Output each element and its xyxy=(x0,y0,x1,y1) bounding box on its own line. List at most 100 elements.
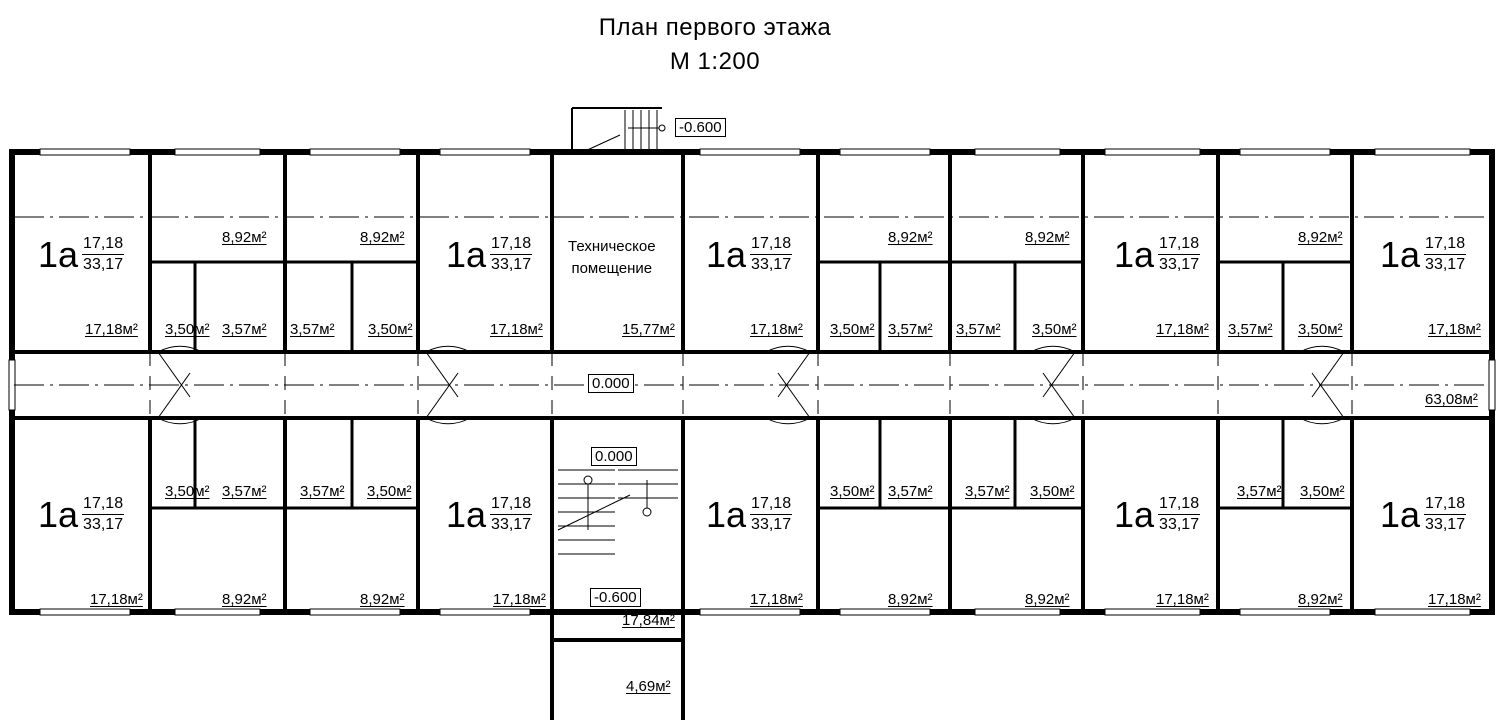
room-area: 17,18м² xyxy=(90,591,143,608)
window xyxy=(174,608,261,616)
room-area: 17,84м² xyxy=(622,612,675,629)
room-area: 3,50м² xyxy=(830,321,875,338)
room-area: 17,18м² xyxy=(1428,591,1481,608)
room-area: 17,18м² xyxy=(750,321,803,338)
total-area: 33,17 xyxy=(751,256,792,273)
door xyxy=(1030,345,1076,398)
door xyxy=(1299,372,1345,425)
technical-room-label: Техническое помещение xyxy=(568,236,656,280)
window xyxy=(1104,148,1201,156)
living-area: 17,18 xyxy=(750,496,793,515)
room-area: 3,50м² xyxy=(165,321,210,338)
total-area: 33,17 xyxy=(83,256,124,273)
room-area: 8,92м² xyxy=(360,229,405,246)
room-area: 17,18м² xyxy=(1156,591,1209,608)
living-area: 17,18 xyxy=(490,236,533,255)
window xyxy=(1104,608,1201,616)
room-area: 3,50м² xyxy=(1032,321,1077,338)
living-area: 17,18 xyxy=(490,496,533,515)
room-area: 8,92м² xyxy=(360,591,405,608)
window xyxy=(1374,608,1471,616)
stair-arrow xyxy=(642,507,652,517)
level-mark-stair-bottom: -0.600 xyxy=(590,588,641,607)
door xyxy=(1030,372,1076,425)
door xyxy=(157,345,203,398)
axis-line xyxy=(557,494,631,531)
door xyxy=(157,372,203,425)
window xyxy=(39,608,131,616)
door xyxy=(425,372,471,425)
room-area: 17,18м² xyxy=(490,321,543,338)
room-area: 3,50м² xyxy=(1300,483,1345,500)
room-area: 3,50м² xyxy=(1030,483,1075,500)
room-area: 17,18м² xyxy=(1156,321,1209,338)
window xyxy=(839,148,931,156)
room-area: 4,69м² xyxy=(626,678,671,695)
living-area: 17,18 xyxy=(1158,236,1201,255)
window xyxy=(439,148,531,156)
level-marker xyxy=(658,124,666,132)
room-area: 17,18м² xyxy=(1428,321,1481,338)
room-area: 8,92м² xyxy=(888,591,933,608)
door xyxy=(765,345,811,398)
door xyxy=(425,345,471,398)
living-area: 17,18 xyxy=(1158,496,1201,515)
room-area: 3,57м² xyxy=(1228,321,1273,338)
total-area: 33,17 xyxy=(1425,516,1466,533)
window xyxy=(1488,359,1496,411)
door xyxy=(1299,345,1345,398)
room-area: 3,50м² xyxy=(1298,321,1343,338)
apartment-type: 1а xyxy=(706,233,747,275)
technical-room-text: помещение xyxy=(571,259,653,277)
room-area: 8,92м² xyxy=(1298,229,1343,246)
window xyxy=(699,148,801,156)
room-area: 17,18м² xyxy=(750,591,803,608)
total-area: 33,17 xyxy=(1425,256,1466,273)
room-area: 3,57м² xyxy=(1237,483,1282,500)
window xyxy=(839,608,931,616)
technical-room-text: Техническое xyxy=(568,238,656,255)
room-area: 8,92м² xyxy=(888,229,933,246)
room-area: 3,57м² xyxy=(290,321,335,338)
room-area: 3,57м² xyxy=(965,483,1010,500)
total-area: 33,17 xyxy=(491,256,532,273)
room-area: 3,57м² xyxy=(300,483,345,500)
total-area: 33,17 xyxy=(751,516,792,533)
living-area: 17,18 xyxy=(1424,496,1467,515)
window xyxy=(1239,608,1331,616)
room-area: 8,92м² xyxy=(1298,591,1343,608)
room-area: 3,57м² xyxy=(222,483,267,500)
room-area: 3,50м² xyxy=(367,483,412,500)
level-mark-entrance: -0.600 xyxy=(675,118,726,137)
room-area: 3,57м² xyxy=(888,321,933,338)
window xyxy=(439,608,531,616)
living-area: 17,18 xyxy=(1424,236,1467,255)
apartment-type: 1а xyxy=(38,233,79,275)
room-area: 8,92м² xyxy=(222,591,267,608)
room-area: 3,57м² xyxy=(956,321,1001,338)
room-area: 8,92м² xyxy=(1025,591,1070,608)
window xyxy=(974,148,1061,156)
apartment-type: 1а xyxy=(1114,493,1155,535)
room-area: 3,57м² xyxy=(888,483,933,500)
apartment-type: 1а xyxy=(38,493,79,535)
window xyxy=(174,148,261,156)
outer-wall xyxy=(9,149,1495,615)
total-area: 33,17 xyxy=(83,516,124,533)
total-area: 33,17 xyxy=(1159,256,1200,273)
room-area: 17,18м² xyxy=(493,591,546,608)
door xyxy=(765,372,811,425)
room-area: 15,77м² xyxy=(622,321,675,338)
